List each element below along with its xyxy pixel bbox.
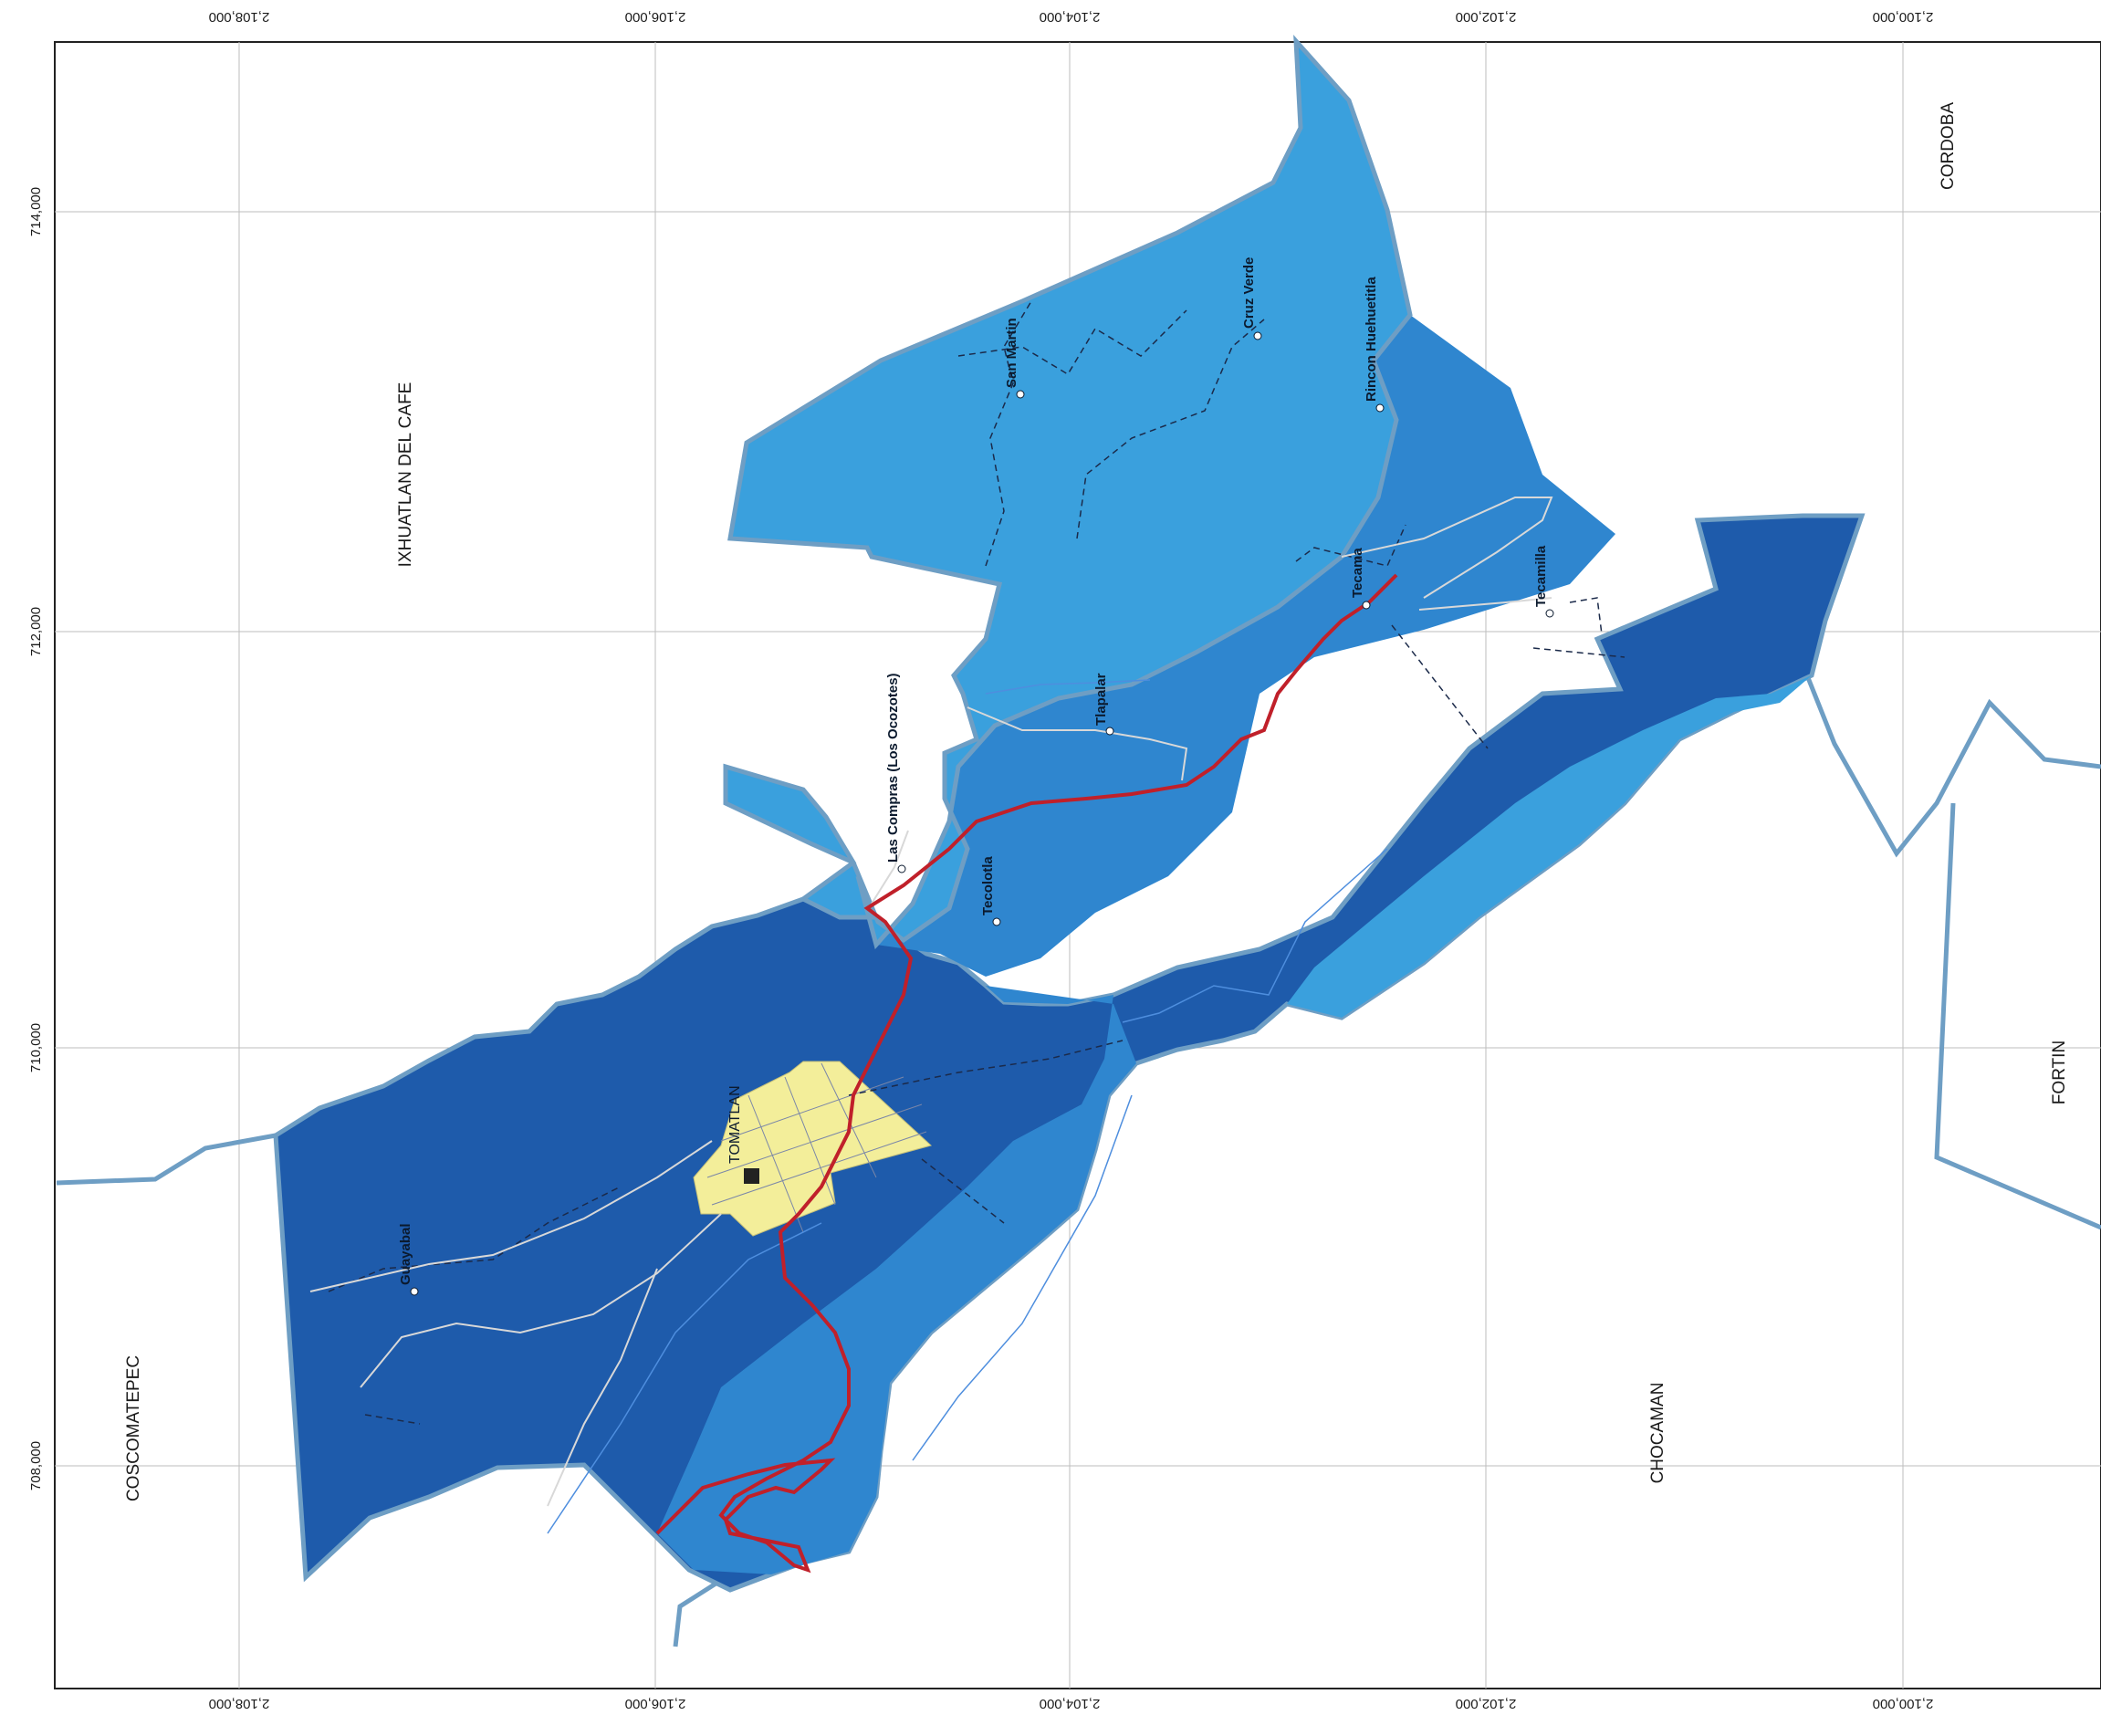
easting-top-label: 2,108,000: [209, 9, 270, 25]
northing-left-label: 708,000: [28, 1441, 44, 1490]
neighbor-boundaries: [56, 675, 2101, 1647]
municipality-label-chocaman: CHOCAMAN: [1648, 1383, 1667, 1484]
northing-left-label: 710,000: [28, 1023, 44, 1072]
urban-street-grid: [706, 1062, 927, 1233]
locality-label-guayabal: Guayabal: [398, 1223, 413, 1285]
municipality-label-fortin: FORTIN: [2050, 1041, 2069, 1104]
locality-label-san-martin: San Martin: [1004, 318, 1019, 388]
easting-bottom-label: 2,104,000: [1040, 1696, 1101, 1711]
municipality-label-ixhuatlan: IXHUATLAN DEL CAFE: [396, 382, 415, 568]
rivers: [547, 679, 1388, 1534]
locality-marker-cruz-verde: [1253, 331, 1262, 340]
municipality-zones: [273, 35, 1866, 1593]
northing-left-label: 712,000: [28, 607, 44, 656]
municipal-seat-marker: [744, 1168, 759, 1184]
locality-marker-rincon: [1375, 403, 1385, 413]
urban-area: [693, 1061, 933, 1237]
light-zone: [723, 35, 1413, 950]
municipality-label-cordoba: CORDOBA: [1939, 102, 1958, 190]
locality-marker-las-compras: [897, 864, 906, 873]
mid-zone: [876, 315, 1615, 977]
locality-labels: San Martin Cruz Verde Rincon Huehuetitla…: [398, 257, 1549, 1285]
locality-label-tecolotla: Tecolotla: [980, 856, 996, 915]
secondary-roads: [309, 497, 1553, 1507]
light-zone-east: [1287, 675, 1812, 1018]
easting-top-labels: 2,108,000 2,106,000 2,104,000 2,102,000 …: [209, 9, 1934, 25]
map-frame: [54, 41, 2101, 1689]
easting-bottom-labels: 2,108,000 2,106,000 2,104,000 2,102,000 …: [209, 1696, 1934, 1711]
locality-label-tecama: Tecama: [1350, 548, 1365, 598]
locality-marker-tecolotla: [992, 917, 1001, 926]
easting-top-label: 2,104,000: [1040, 9, 1101, 25]
locality-label-tecamilla: Tecamilla: [1533, 545, 1549, 607]
easting-bottom-label: 2,102,000: [1456, 1696, 1517, 1711]
easting-top-label: 2,102,000: [1456, 9, 1517, 25]
easting-bottom-label: 2,100,000: [1873, 1696, 1934, 1711]
locality-label-tlapalar: Tlapalar: [1093, 673, 1109, 726]
locality-marker-tecamilla: [1545, 609, 1554, 618]
municipal-seat-label: TOMATLAN: [727, 1085, 743, 1164]
locality-marker-tecama: [1362, 601, 1371, 610]
northing-left-labels: 714,000 712,000 710,000 708,000: [28, 187, 44, 1490]
mid-zone-south: [657, 986, 1136, 1574]
dirt-roads: [328, 300, 1625, 1425]
municipality-labels: IXHUATLAN DEL CAFE CORDOBA FORTIN CHOCAM…: [124, 102, 2069, 1501]
municipality-label-coscomatepec: COSCOMATEPEC: [124, 1355, 143, 1501]
locality-marker-san-martin: [1016, 390, 1025, 399]
locality-marker-guayabal: [410, 1287, 419, 1296]
main-highway: [655, 573, 1398, 1574]
easting-bottom-label: 2,106,000: [625, 1696, 686, 1711]
locality-markers: [410, 331, 1554, 1296]
locality-label-rincon: Rincon Huehuetitla: [1364, 277, 1379, 402]
easting-bottom-label: 2,108,000: [209, 1696, 270, 1711]
locality-label-cruz-verde: Cruz Verde: [1241, 257, 1257, 329]
locality-label-las-compras: Las Compras (Los Ocozotes): [885, 673, 901, 863]
locality-marker-tlapalar: [1105, 727, 1114, 736]
northing-left-label: 714,000: [28, 187, 44, 236]
easting-top-label: 2,106,000: [625, 9, 686, 25]
easting-top-label: 2,100,000: [1873, 9, 1934, 25]
